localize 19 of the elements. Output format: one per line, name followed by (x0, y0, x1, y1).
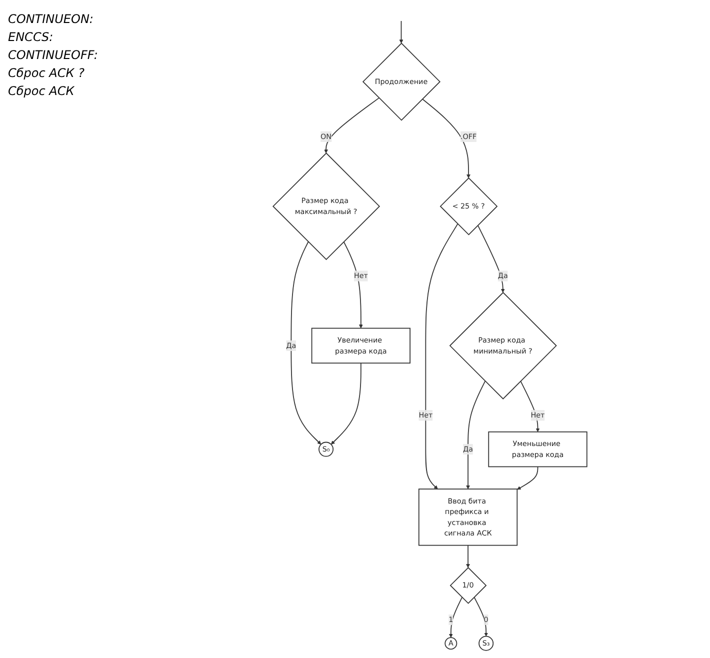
arrow (520, 380, 540, 432)
arrow (448, 596, 463, 638)
entry-label: Сброс АСК (8, 84, 76, 98)
arrow (290, 241, 322, 445)
arrow (477, 224, 505, 293)
arrow (466, 544, 470, 568)
entry-label: Сброс АСК ? (8, 66, 86, 80)
arrow (343, 241, 363, 328)
arrow (422, 98, 470, 178)
arrow (516, 466, 538, 490)
entry-label: CONTINUEOFF: (8, 48, 99, 62)
arrow (324, 97, 380, 154)
entry-label: CONTINUEON: (8, 12, 94, 26)
arrow (330, 362, 362, 445)
arrow (466, 380, 486, 490)
arrow (399, 20, 404, 44)
arrow (425, 223, 458, 490)
arrow (474, 596, 488, 636)
entry-label: ENCCS: (8, 30, 54, 44)
